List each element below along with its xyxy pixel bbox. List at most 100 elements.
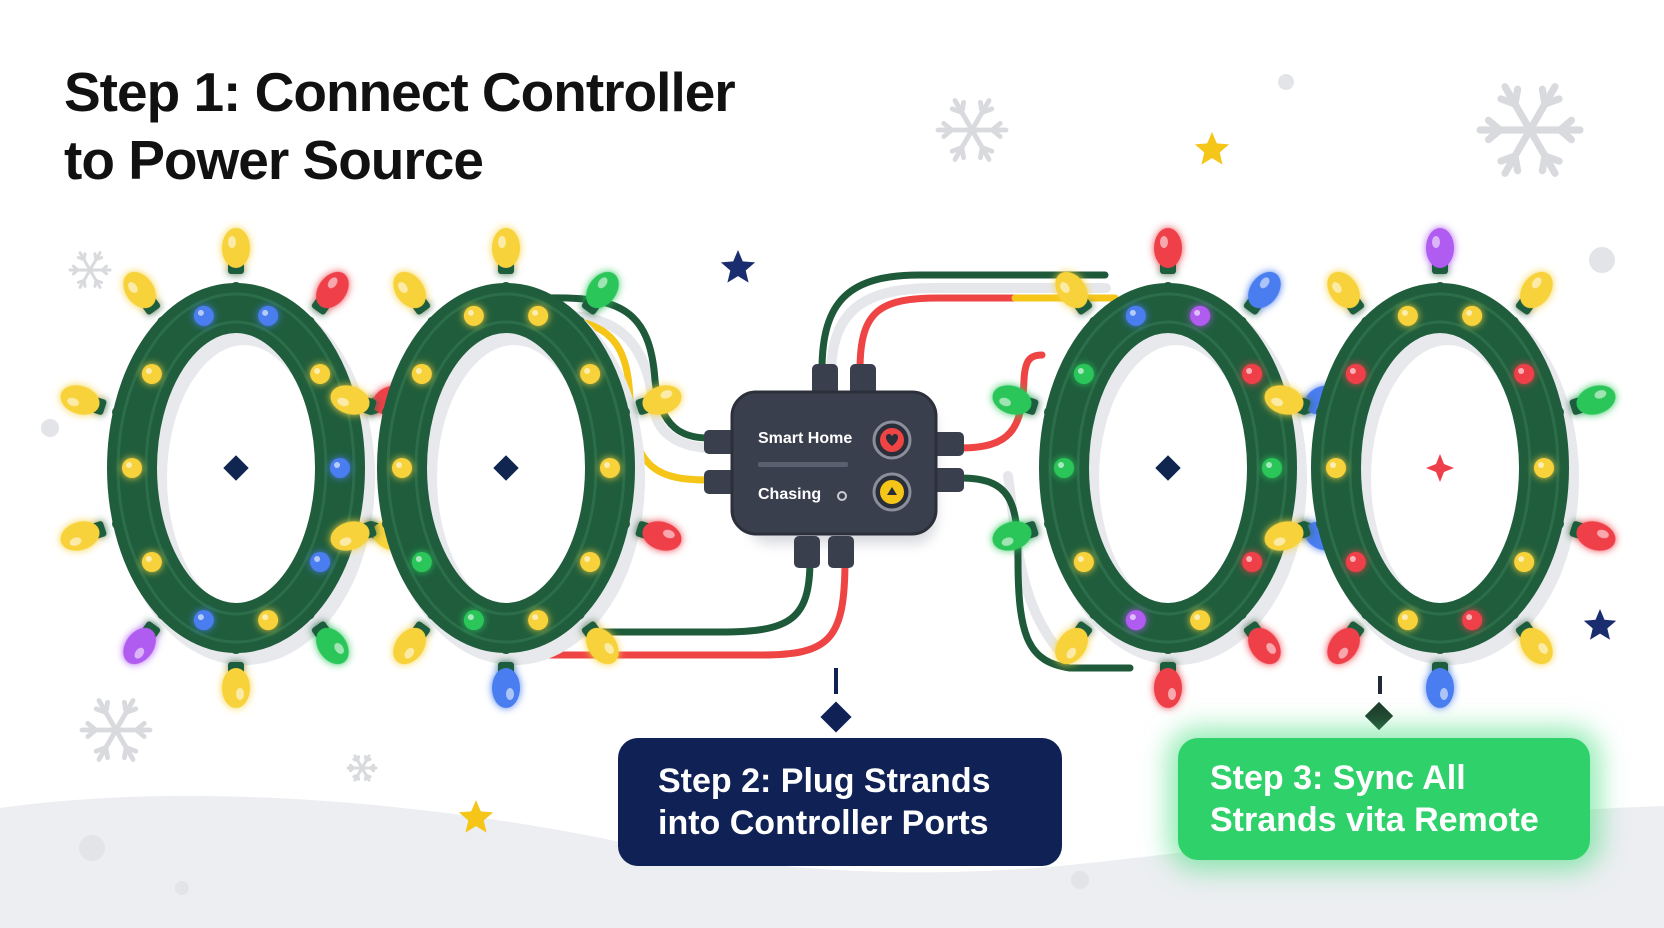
bulb	[1327, 621, 1365, 665]
mini-bulb	[1073, 552, 1094, 573]
bulb	[222, 228, 250, 274]
bulb	[992, 521, 1039, 551]
strand-1	[60, 228, 412, 708]
mini-bulb	[193, 610, 214, 631]
bulb	[1154, 662, 1182, 708]
mini-bulb	[258, 305, 279, 326]
mini-bulb	[1326, 458, 1346, 478]
sparkle-icon	[1426, 454, 1454, 482]
bulb	[123, 621, 161, 665]
star-icon	[720, 250, 756, 283]
snow-dots	[41, 74, 1615, 895]
mini-bulb	[528, 305, 549, 326]
bulb	[222, 662, 250, 708]
bulb	[492, 228, 520, 274]
mini-bulb	[411, 552, 432, 573]
snowflake-icon	[79, 698, 153, 762]
diamond-icon	[493, 455, 519, 481]
bulb	[1264, 385, 1311, 415]
diamond-icon	[223, 455, 249, 481]
wire-green-right	[956, 474, 1134, 672]
connector-marker-step3	[1364, 676, 1394, 731]
bulb	[581, 271, 619, 315]
power-icon[interactable]	[872, 472, 912, 512]
snowflake-icon	[1476, 83, 1584, 177]
mini-bulb	[1125, 305, 1146, 326]
mini-bulb	[580, 363, 601, 384]
mini-bulb	[1125, 610, 1146, 631]
mini-bulb	[463, 305, 484, 326]
bulb	[992, 385, 1039, 415]
mini-bulb	[411, 363, 432, 384]
mini-bulb	[1345, 363, 1366, 384]
snowflake-icon	[935, 98, 1009, 162]
star-icon	[1194, 132, 1230, 165]
wire-green-bottom	[526, 556, 814, 636]
bulb	[635, 521, 682, 551]
wire-red-top	[856, 294, 1024, 374]
bulb	[60, 385, 107, 415]
bulb	[1515, 271, 1553, 315]
bulb	[1569, 385, 1616, 415]
mini-bulb	[528, 610, 549, 631]
connector-marker-step2	[820, 668, 852, 733]
star-icon	[1583, 609, 1617, 640]
mini-bulb	[1054, 458, 1074, 478]
bulb	[581, 621, 619, 665]
bulb	[1426, 662, 1454, 708]
mini-bulb	[122, 458, 142, 478]
controller	[704, 364, 964, 568]
bulb	[1055, 621, 1093, 665]
wire-red-bottom	[511, 556, 849, 659]
bulb	[1154, 228, 1182, 274]
snowflake-icon	[346, 754, 378, 782]
mini-bulb	[1073, 363, 1094, 384]
step-3-line-2: Strands vita Remote	[1210, 801, 1539, 839]
bulb	[1569, 521, 1616, 551]
bulb	[1515, 621, 1553, 665]
step-2-line-2: into Controller Ports	[658, 804, 989, 842]
step-2-line-1: Step 2: Plug Strands	[658, 762, 991, 800]
bulb	[60, 521, 107, 551]
heart-icon[interactable]	[872, 420, 912, 460]
strand-2	[330, 228, 682, 708]
diamond-icon	[1155, 455, 1181, 481]
mini-bulb	[1462, 610, 1483, 631]
mini-bulb	[1534, 458, 1554, 478]
bulb	[311, 271, 349, 315]
mini-bulb	[258, 610, 279, 631]
bulb	[1264, 521, 1311, 551]
wire-green-top	[818, 271, 1109, 374]
controller-label-top: Smart Home	[758, 430, 853, 447]
title-line-2: to Power Source	[64, 129, 484, 191]
stars	[458, 132, 1617, 833]
mini-bulb	[1190, 305, 1211, 326]
bulb	[635, 385, 682, 415]
bulb	[123, 271, 161, 315]
bulb	[1327, 271, 1365, 315]
snowflake-icon	[68, 251, 112, 289]
mini-bulb	[1514, 363, 1535, 384]
mini-bulb	[310, 363, 331, 384]
mini-bulb	[1262, 458, 1282, 478]
snowflakes	[68, 83, 1584, 782]
bulb	[311, 621, 349, 665]
snow-ground	[0, 795, 1664, 928]
strand-4	[1264, 228, 1616, 708]
title-line-1: Step 1: Connect Controller	[64, 61, 736, 123]
mini-bulb	[463, 610, 484, 631]
mini-bulb	[1190, 610, 1211, 631]
light-strands	[60, 228, 1616, 708]
controller-label-bottom: Chasing	[758, 486, 822, 503]
mini-bulb	[580, 552, 601, 573]
mini-bulb	[1242, 552, 1263, 573]
mini-bulb	[1242, 363, 1263, 384]
mini-bulb	[330, 458, 350, 478]
mini-bulb	[310, 552, 331, 573]
mini-bulb	[193, 305, 214, 326]
bulb	[330, 385, 377, 415]
page-title: Step 1: Connect Controller to Power Sour…	[64, 58, 824, 194]
bulb	[1243, 271, 1281, 315]
bulb	[492, 662, 520, 708]
